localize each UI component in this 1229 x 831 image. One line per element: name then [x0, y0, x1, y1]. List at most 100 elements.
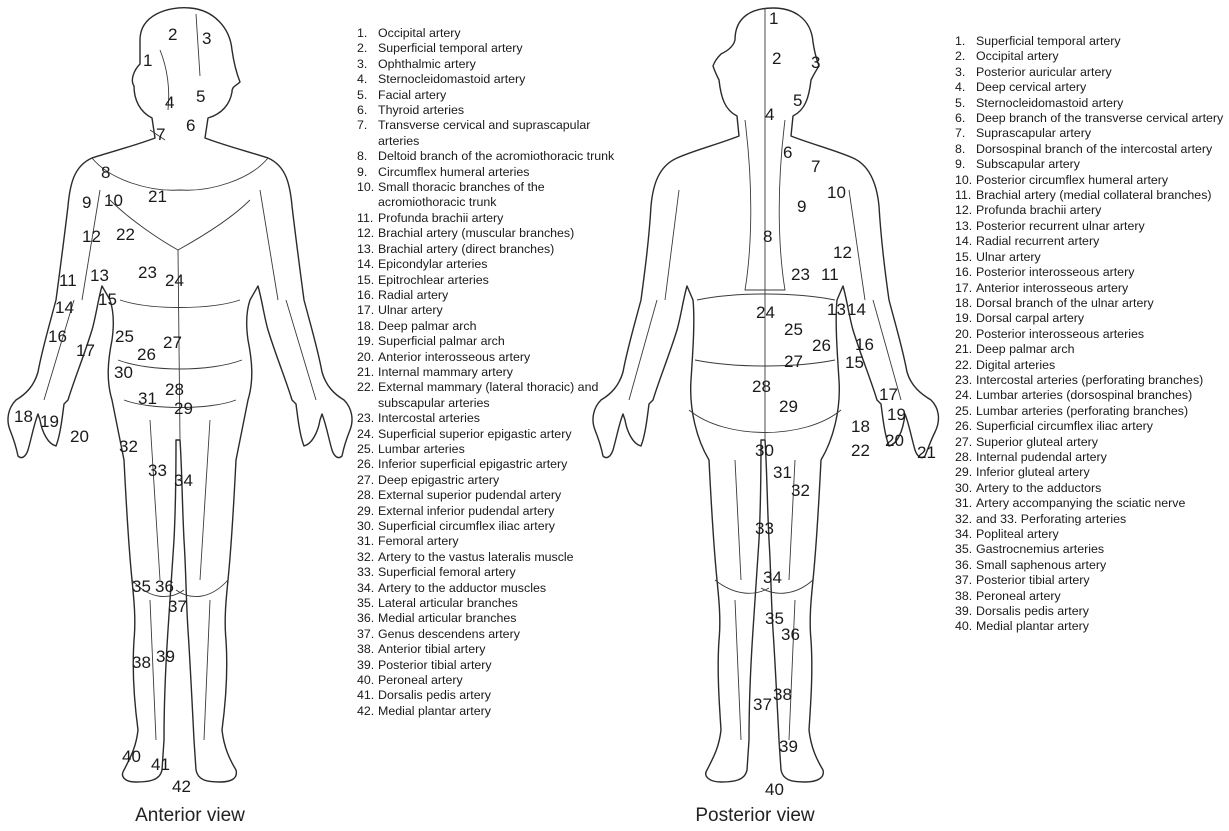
ant-num: 26 — [137, 345, 156, 364]
legend-label: Femoral artery — [378, 534, 617, 549]
legend-item: 28.External superior pudendal artery — [357, 488, 617, 503]
legend-item: 20.Anterior interosseous artery — [357, 350, 617, 365]
post-num: 29 — [779, 397, 798, 416]
legend-number: 18. — [955, 296, 976, 311]
legend-label: Brachial artery (direct branches) — [378, 242, 617, 257]
legend-item: 32.Artery to the vastus lateralis muscle — [357, 550, 617, 565]
legend-label: Posterior interosseous artery — [976, 265, 1227, 280]
legend-label: Gastrocnemius arteries — [976, 542, 1227, 557]
legend-item: 2.Superficial temporal artery — [357, 41, 617, 56]
legend-item: 24.Superficial superior epigastic artery — [357, 427, 617, 442]
legend-label: Artery to the adductor muscles — [378, 581, 617, 596]
ant-num: 40 — [122, 747, 141, 766]
ant-num: 10 — [104, 191, 123, 210]
legend-number: 14. — [955, 234, 976, 249]
legend-label: Dorsal carpal artery — [976, 311, 1227, 326]
legend-item: 14.Radial recurrent artery — [955, 234, 1227, 249]
legend-label: Dorsospinal branch of the intercostal ar… — [976, 142, 1227, 157]
legend-item: 7.Suprascapular artery — [955, 126, 1227, 141]
legend-item: 10.Small thoracic branches of the acromi… — [357, 180, 617, 211]
legend-label: Deltoid branch of the acromiothoracic tr… — [378, 149, 617, 164]
legend-label: Posterior tibial artery — [378, 658, 617, 673]
legend-item: 23.Intercostal arteries (perforating bra… — [955, 373, 1227, 388]
post-num: 27 — [784, 352, 803, 371]
post-num: 15 — [845, 353, 864, 372]
legend-label: Medial plantar artery — [378, 704, 617, 719]
legend-number: 31. — [955, 496, 976, 511]
legend-label: External inferior pudendal artery — [378, 504, 617, 519]
legend-number: 27. — [357, 473, 378, 488]
legend-item: 40.Peroneal artery — [357, 673, 617, 688]
legend-item: 39.Dorsalis pedis artery — [955, 604, 1227, 619]
legend-label: Posterior circumflex humeral artery — [976, 173, 1227, 188]
legend-label: Circumflex humeral arteries — [378, 165, 617, 180]
legend-label: Small saphenous artery — [976, 558, 1227, 573]
legend-item: 18.Dorsal branch of the ulnar artery — [955, 296, 1227, 311]
ant-num: 3 — [202, 29, 211, 48]
legend-label: Dorsalis pedis artery — [378, 688, 617, 703]
ant-num: 42 — [172, 777, 191, 796]
post-num: 17 — [879, 385, 898, 404]
ant-num: 15 — [98, 290, 117, 309]
post-num: 23 — [791, 265, 810, 284]
legend-label: Inferior superficial epigastric artery — [378, 457, 617, 472]
legend-item: 19.Dorsal carpal artery — [955, 311, 1227, 326]
posterior-caption: Posterior view — [675, 805, 835, 827]
legend-number: 23. — [955, 373, 976, 388]
legend-number: 17. — [955, 281, 976, 296]
post-num: 4 — [765, 105, 774, 124]
ant-num: 22 — [116, 225, 135, 244]
legend-item: 37.Posterior tibial artery — [955, 573, 1227, 588]
legend-item: 8.Dorsospinal branch of the intercostal … — [955, 142, 1227, 157]
legend-item: 5.Facial artery — [357, 88, 617, 103]
ant-num: 24 — [165, 271, 184, 290]
post-num: 24 — [756, 303, 775, 322]
legend-item: 6.Deep branch of the transverse cervical… — [955, 111, 1227, 126]
legend-number: 7. — [357, 118, 378, 149]
posterior-legend: 1.Superficial temporal artery 2.Occipita… — [955, 34, 1227, 635]
ant-num: 9 — [82, 193, 91, 212]
legend-label: Intercostal arteries — [378, 411, 617, 426]
legend-number: 15. — [357, 273, 378, 288]
legend-number: 4. — [955, 80, 976, 95]
legend-label: Facial artery — [378, 88, 617, 103]
legend-label: Posterior auricular artery — [976, 65, 1227, 80]
legend-item: 6.Thyroid arteries — [357, 103, 617, 118]
legend-item: 20.Posterior interosseous arteries — [955, 327, 1227, 342]
legend-number: 5. — [357, 88, 378, 103]
post-num: 7 — [811, 157, 820, 176]
legend-label: Intercostal arteries (perforating branch… — [976, 373, 1227, 388]
post-num: 6 — [783, 143, 792, 162]
ant-num: 41 — [151, 755, 170, 774]
legend-item: 2.Occipital artery — [955, 49, 1227, 64]
legend-number: 27. — [955, 435, 976, 450]
post-num: 14 — [847, 300, 866, 319]
ant-num: 25 — [115, 327, 134, 346]
legend-number: 11. — [357, 211, 378, 226]
legend-number: 3. — [955, 65, 976, 80]
legend-label: Dorsalis pedis artery — [976, 604, 1227, 619]
legend-item: 3.Posterior auricular artery — [955, 65, 1227, 80]
legend-number: 38. — [357, 642, 378, 657]
legend-item: 22.Digital arteries — [955, 358, 1227, 373]
legend-number: 4. — [357, 72, 378, 87]
ant-num: 2 — [168, 25, 177, 44]
legend-label: Radial artery — [378, 288, 617, 303]
legend-number: 24. — [357, 427, 378, 442]
legend-number: 38. — [955, 589, 976, 604]
post-num: 20 — [885, 431, 904, 450]
post-num: 28 — [752, 377, 771, 396]
legend-number: 21. — [357, 365, 378, 380]
legend-number: 23. — [357, 411, 378, 426]
ant-num: 20 — [70, 427, 89, 446]
legend-label: Peroneal artery — [378, 673, 617, 688]
legend-label: Epicondylar arteries — [378, 257, 617, 272]
legend-number: 33. — [357, 565, 378, 580]
legend-item: 1.Superficial temporal artery — [955, 34, 1227, 49]
ant-num: 35 — [132, 577, 151, 596]
legend-number: 32. — [357, 550, 378, 565]
legend-label: Internal mammary artery — [378, 365, 617, 380]
legend-number: 34. — [357, 581, 378, 596]
post-num: 2 — [772, 49, 781, 68]
legend-number: 40. — [955, 619, 976, 634]
